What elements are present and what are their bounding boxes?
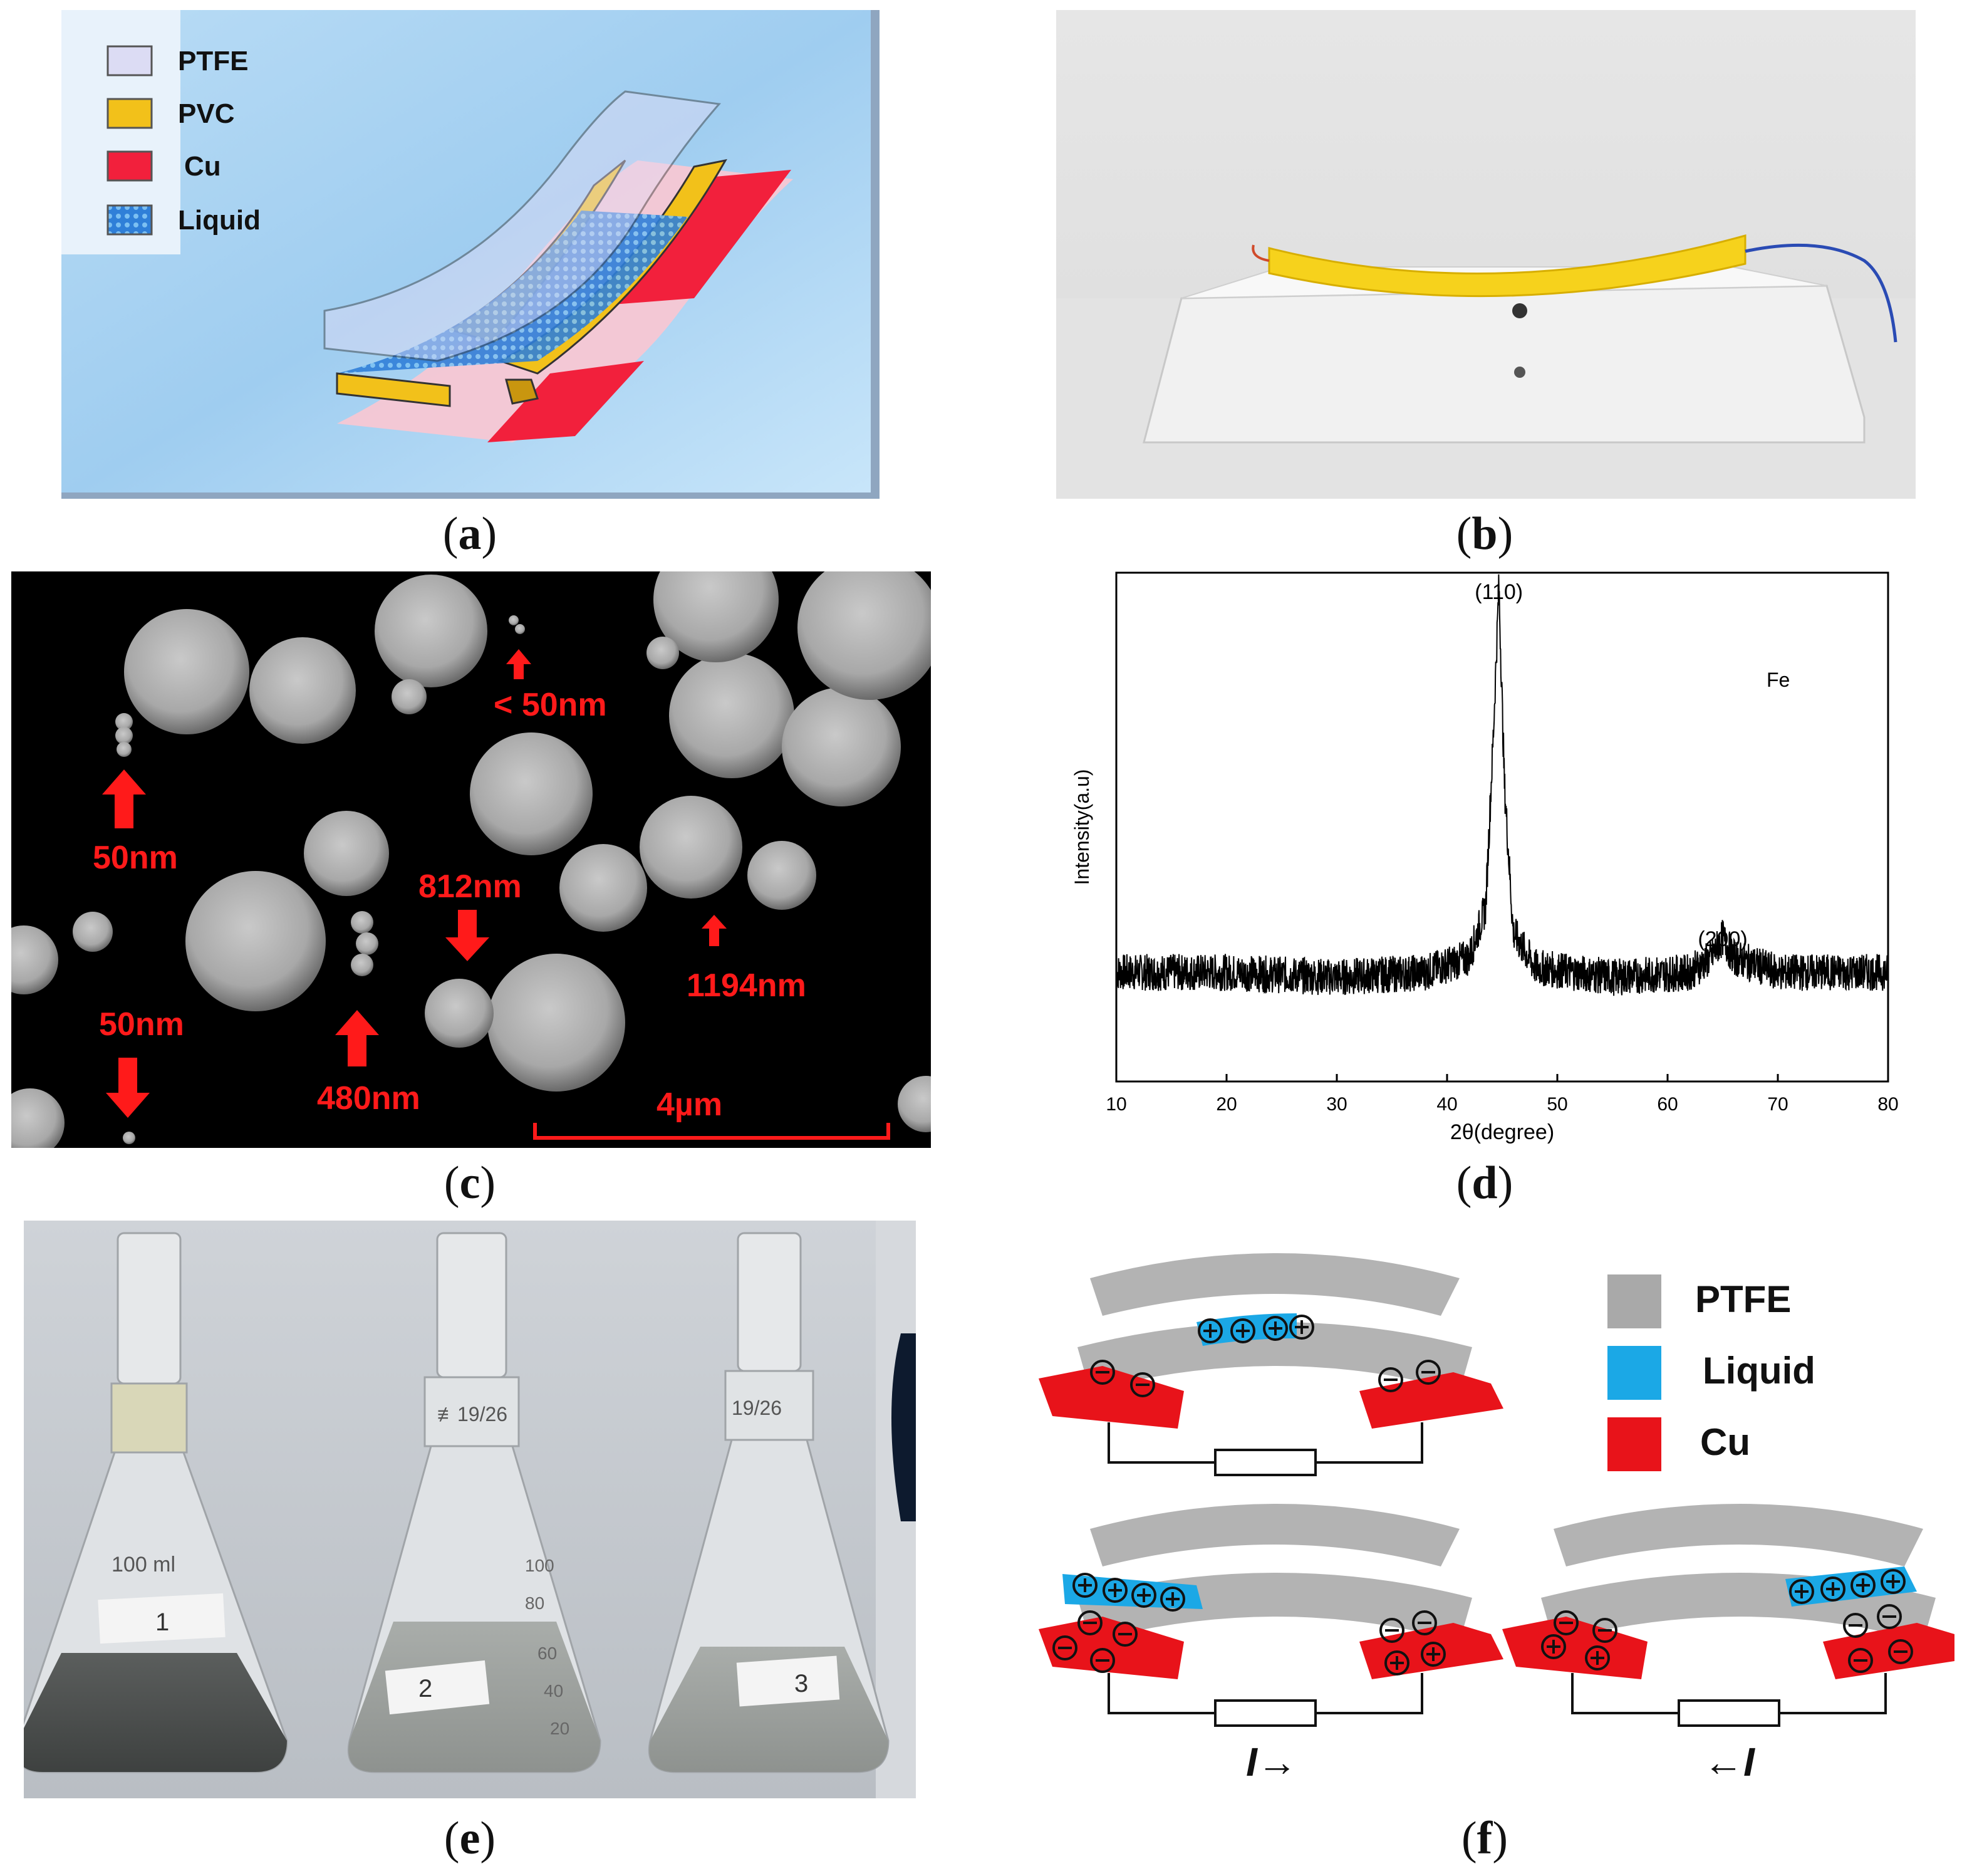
caption-c: (c) [444,1157,496,1209]
sem-image: < 50nm 50nm 812nm 1194nm 50nm 480nm 4µm [11,571,931,1148]
x-tick-label: 30 [1326,1094,1347,1115]
label-lt50nm: < 50nm [494,687,607,723]
arrow-up-icon [506,649,531,679]
arrow-down-icon [445,910,489,961]
flask-2-label: 2 [418,1675,432,1702]
caption-e: (e) [444,1813,496,1864]
caption-a: (a) [442,508,497,560]
flask-1: 100 ml 1 [24,1232,288,1773]
state-initial [1039,1253,1503,1476]
scalebar [533,1123,890,1140]
series-line [1116,574,1889,996]
legend-swatch-liquid [106,204,153,236]
caption-f: (f) [1461,1813,1508,1864]
resistor [1214,1449,1317,1476]
legend-label-cu: Cu [184,151,221,182]
legend-label-cu: Cu [1700,1421,1750,1463]
x-tick-label: 70 [1767,1094,1788,1115]
xrd-chart: 10 20 30 40 50 60 70 80 2θ(degree) Intensity(a.… [1071,571,1899,1144]
graduation-20: 20 [550,1719,569,1738]
flask-2-joint-text: ≢19/26 [437,1403,507,1425]
legend-swatch-cu [1607,1417,1661,1471]
mechanism-diagram: PTFE Liquid Cu [1039,1253,1954,1785]
arrow-up-icon [102,769,146,828]
x-tick-label: 60 [1657,1094,1678,1115]
graduation-40: 40 [544,1681,563,1701]
flask-3: 19/26 3 [648,1232,890,1773]
legend-label-fe: Fe [1767,669,1790,691]
legend-label-liquid: Liquid [178,205,261,236]
panel-f-mechanism: PTFE Liquid Cu [1027,1247,1954,1798]
flask-2: ≢19/26 2 100 80 60 40 20 [347,1232,601,1773]
legend-swatch-cu [106,150,153,182]
arrow-up-icon [702,915,727,946]
label-480nm: 480nm [317,1080,420,1117]
device-schematic: PTFE PVC Cu Liquid [61,10,880,499]
flask-1-volume-text: 100 ml [112,1553,175,1576]
flask-1-label: 1 [155,1608,169,1636]
graduation-100: 100 [525,1556,554,1575]
legend-swatch-liquid [1607,1346,1661,1400]
label-50nm-bottom: 50nm [99,1006,184,1043]
panel-e-flasks-photo: 100 ml 1 ≢19/26 2 100 80 60 40 20 [24,1221,916,1798]
legend-label-liquid: Liquid [1703,1350,1815,1392]
label-50nm-top: 50nm [93,840,178,876]
flask-3-joint-text: 19/26 [732,1397,782,1419]
resistor [1214,1699,1317,1727]
caption-d: (d) [1456,1157,1513,1209]
panel-b-photo [1056,10,1916,499]
device-photo [1056,10,1916,499]
caption-b: (b) [1456,508,1513,560]
peak-label-200: (200) [1698,927,1747,951]
graduation-60: 60 [537,1644,557,1663]
flasks-photo: 100 ml 1 ≢19/26 2 100 80 60 40 20 [24,1221,916,1798]
resistor [1678,1699,1780,1727]
legend-label-ptfe: PTFE [1695,1278,1791,1320]
x-tick-label: 20 [1216,1094,1237,1115]
x-tick-label: 40 [1436,1094,1457,1115]
panel-a-schematic: PTFE PVC Cu Liquid [61,10,880,499]
arrow-up-icon [335,1010,379,1066]
state-bent-right: ←I [1502,1504,1954,1785]
legend-label-ptfe: PTFE [178,46,248,76]
y-axis-label: Intensity(a.u) [1071,769,1093,885]
arrow-down-icon [106,1058,150,1118]
legend-swatch-pvc [106,98,153,129]
label-1194nm: 1194nm [687,967,806,1004]
legend-label-pvc: PVC [178,98,234,129]
graduation-80: 80 [525,1593,544,1613]
peak-label-110: (110) [1475,580,1523,604]
particles [11,571,931,1148]
device-layers [323,90,793,442]
scalebar-label: 4µm [657,1087,722,1123]
current-arrow-left: ←I [1703,1739,1755,1785]
panel-d-xrd-chart: 10 20 30 40 50 60 70 80 2θ(degree) Intensity(a.… [1059,564,1936,1153]
x-tick-label: 50 [1547,1094,1567,1115]
label-812nm: 812nm [418,868,522,905]
panel-c-sem: < 50nm 50nm 812nm 1194nm 50nm 480nm 4µm [11,571,931,1148]
red-arrows [102,649,727,1118]
x-axis-label: 2θ(degree) [1450,1120,1554,1144]
x-tick-label: 80 [1877,1094,1898,1115]
current-arrow-right: I→ [1246,1739,1297,1785]
plot-frame [1115,571,1889,1083]
legend-swatch-ptfe [1607,1274,1661,1328]
x-tick-label: 10 [1106,1094,1126,1115]
x-axis: 10 20 30 40 50 60 70 80 [1106,1074,1899,1115]
legend-swatch-ptfe [106,45,153,76]
state-bent-left: I→ [1039,1504,1503,1785]
flask-3-label: 3 [794,1670,808,1697]
